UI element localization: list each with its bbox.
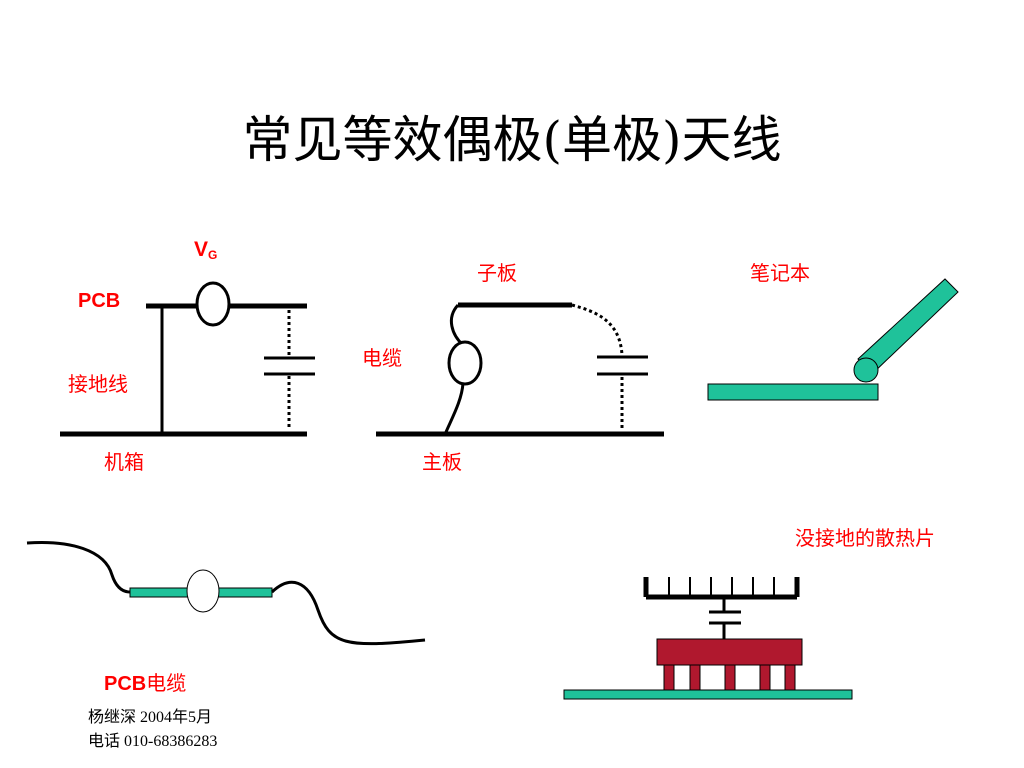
heatsink-diagram bbox=[563, 577, 853, 700]
cable-label: 电缆 bbox=[362, 346, 402, 370]
cable-left bbox=[26, 541, 131, 594]
cable-upper bbox=[449, 303, 465, 347]
chip-pins bbox=[663, 664, 796, 692]
pcb-cable-source bbox=[186, 569, 220, 613]
board-strip bbox=[563, 689, 853, 700]
vg-label: VG bbox=[194, 238, 217, 262]
notebook-diagram bbox=[707, 278, 959, 401]
heatsink-label: 没接地的散热片 bbox=[795, 526, 935, 550]
notebook-label: 笔记本 bbox=[750, 261, 810, 285]
dotted-curve bbox=[571, 303, 624, 356]
cable-lower bbox=[444, 382, 465, 433]
pcb-cable-label-rest: 电缆 bbox=[146, 671, 187, 695]
vg-source bbox=[195, 281, 231, 327]
footer: 杨继深 2004年5月 电话 010-68386283 bbox=[88, 706, 217, 754]
slide-title: 常见等效偶极(单极)天线 bbox=[242, 111, 782, 169]
pcb-cable-label-bold: PCB bbox=[104, 673, 147, 695]
notebook-base bbox=[707, 383, 879, 401]
main-board-label: 主板 bbox=[422, 450, 462, 474]
vg-label-main: V bbox=[194, 238, 209, 261]
footer-phone: 电话 010-68386283 bbox=[88, 733, 218, 750]
cable-diagram bbox=[376, 302, 664, 437]
vg-label-sub: G bbox=[208, 248, 218, 262]
notebook-hinge bbox=[853, 357, 879, 383]
pcb-cable-label: PCB电缆 bbox=[104, 667, 186, 696]
chip-body bbox=[656, 638, 803, 666]
ground-wire-label: 接地线 bbox=[68, 372, 128, 396]
chassis-label: 机箱 bbox=[104, 450, 144, 474]
daughter-board-label: 子板 bbox=[477, 261, 517, 285]
footer-author-date: 杨继深 2004年5月 bbox=[88, 709, 213, 726]
cable-source bbox=[447, 340, 483, 386]
cable-right bbox=[270, 580, 426, 646]
pcb-cable-diagram bbox=[26, 541, 426, 646]
pcb-label: PCB bbox=[78, 290, 121, 312]
heatsink-fins bbox=[668, 577, 775, 597]
pcb-chassis-diagram bbox=[60, 281, 315, 437]
